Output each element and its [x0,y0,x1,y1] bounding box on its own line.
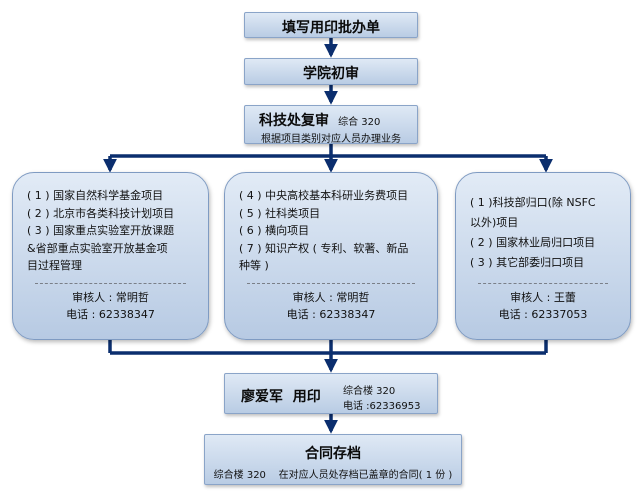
panel-3-item: 以外)项目 [470,216,519,229]
panel-1-item: 目过程管理 [27,259,82,272]
panel-2-item: 种等 ) [239,259,269,272]
panel-2-item: ( 6 ) 横向项目 [239,224,310,237]
step-college: 学院初审 [244,58,418,85]
panel-2-item: ( 4 ) 中央高校基本科研业务费项目 [239,189,409,202]
panel-2-item: ( 7 ) 知识产权 ( 专利、软著、新品 [239,241,409,255]
step-archive-title: 合同存档 [305,446,361,462]
panel-3-phone: 电话 : 62337053 [498,308,588,321]
panel-3-divider [478,283,608,284]
step-fill-form-title: 填写用印批办单 [282,20,380,36]
step-archive-note: 综合楼 320 在对应人员处存档已盖章的合同( 1 份 ) [213,470,453,481]
panel-1-divider [35,283,186,284]
panel-3-item: ( 1 )科技部归口(除 NSFC [470,196,596,209]
step-seal: 廖爱军 用印 综合楼 320 电话 :62336953 [224,373,438,414]
step-fill-form: 填写用印批办单 [244,12,418,38]
step-archive: 合同存档 综合楼 320 在对应人员处存档已盖章的合同( 1 份 ) [204,434,462,485]
panel-1-item: ( 2 ) 北京市各类科技计划项目 [27,206,175,220]
panel-2-divider [247,283,415,284]
panel-1-item: ( 3 ) 国家重点实验室开放课题 [27,224,175,237]
panel-1-reviewer: 审核人 : 常明哲 [72,291,149,304]
panel-1-item: ( 1 ) 国家自然科学基金项目 [27,189,164,202]
step-seal-title: 廖爱军 用印 [241,389,321,405]
step-college-title: 学院初审 [303,66,359,82]
panel-3-item: ( 2 ) 国家林业局归口项目 [470,236,596,249]
panel-2-item: ( 5 ) 社科类项目 [239,206,321,220]
category-panel-2: ( 4 ) 中央高校基本科研业务费项目 ( 5 ) 社科类项目 ( 6 ) 横向… [224,172,438,340]
step-office-title: 科技处复审 [259,113,329,129]
panel-3-reviewer: 审核人 : 王蕾 [510,291,576,304]
step-office-note: 根据项目类别对应人员办理业务 [261,134,401,145]
step-seal-phone: 电话 :62336953 [343,401,421,412]
panel-2-phone: 电话 : 62338347 [286,308,376,321]
step-seal-location: 综合楼 320 [343,386,396,397]
category-panel-1: ( 1 ) 国家自然科学基金项目 ( 2 ) 北京市各类科技计划项目 ( 3 )… [12,172,209,340]
panel-2-reviewer: 审核人 : 常明哲 [292,291,370,304]
step-office: 科技处复审 综合 320 根据项目类别对应人员办理业务 [244,105,418,145]
panel-3-item: ( 3 ) 其它部委归口项目 [470,256,585,269]
panel-1-phone: 电话 : 62338347 [66,308,155,321]
step-office-location: 综合 320 [338,117,381,128]
panel-1-item: &省部重点实验室开放基金项 [27,241,168,255]
category-panel-3: ( 1 )科技部归口(除 NSFC 以外)项目 ( 2 ) 国家林业局归口项目 … [455,172,631,340]
